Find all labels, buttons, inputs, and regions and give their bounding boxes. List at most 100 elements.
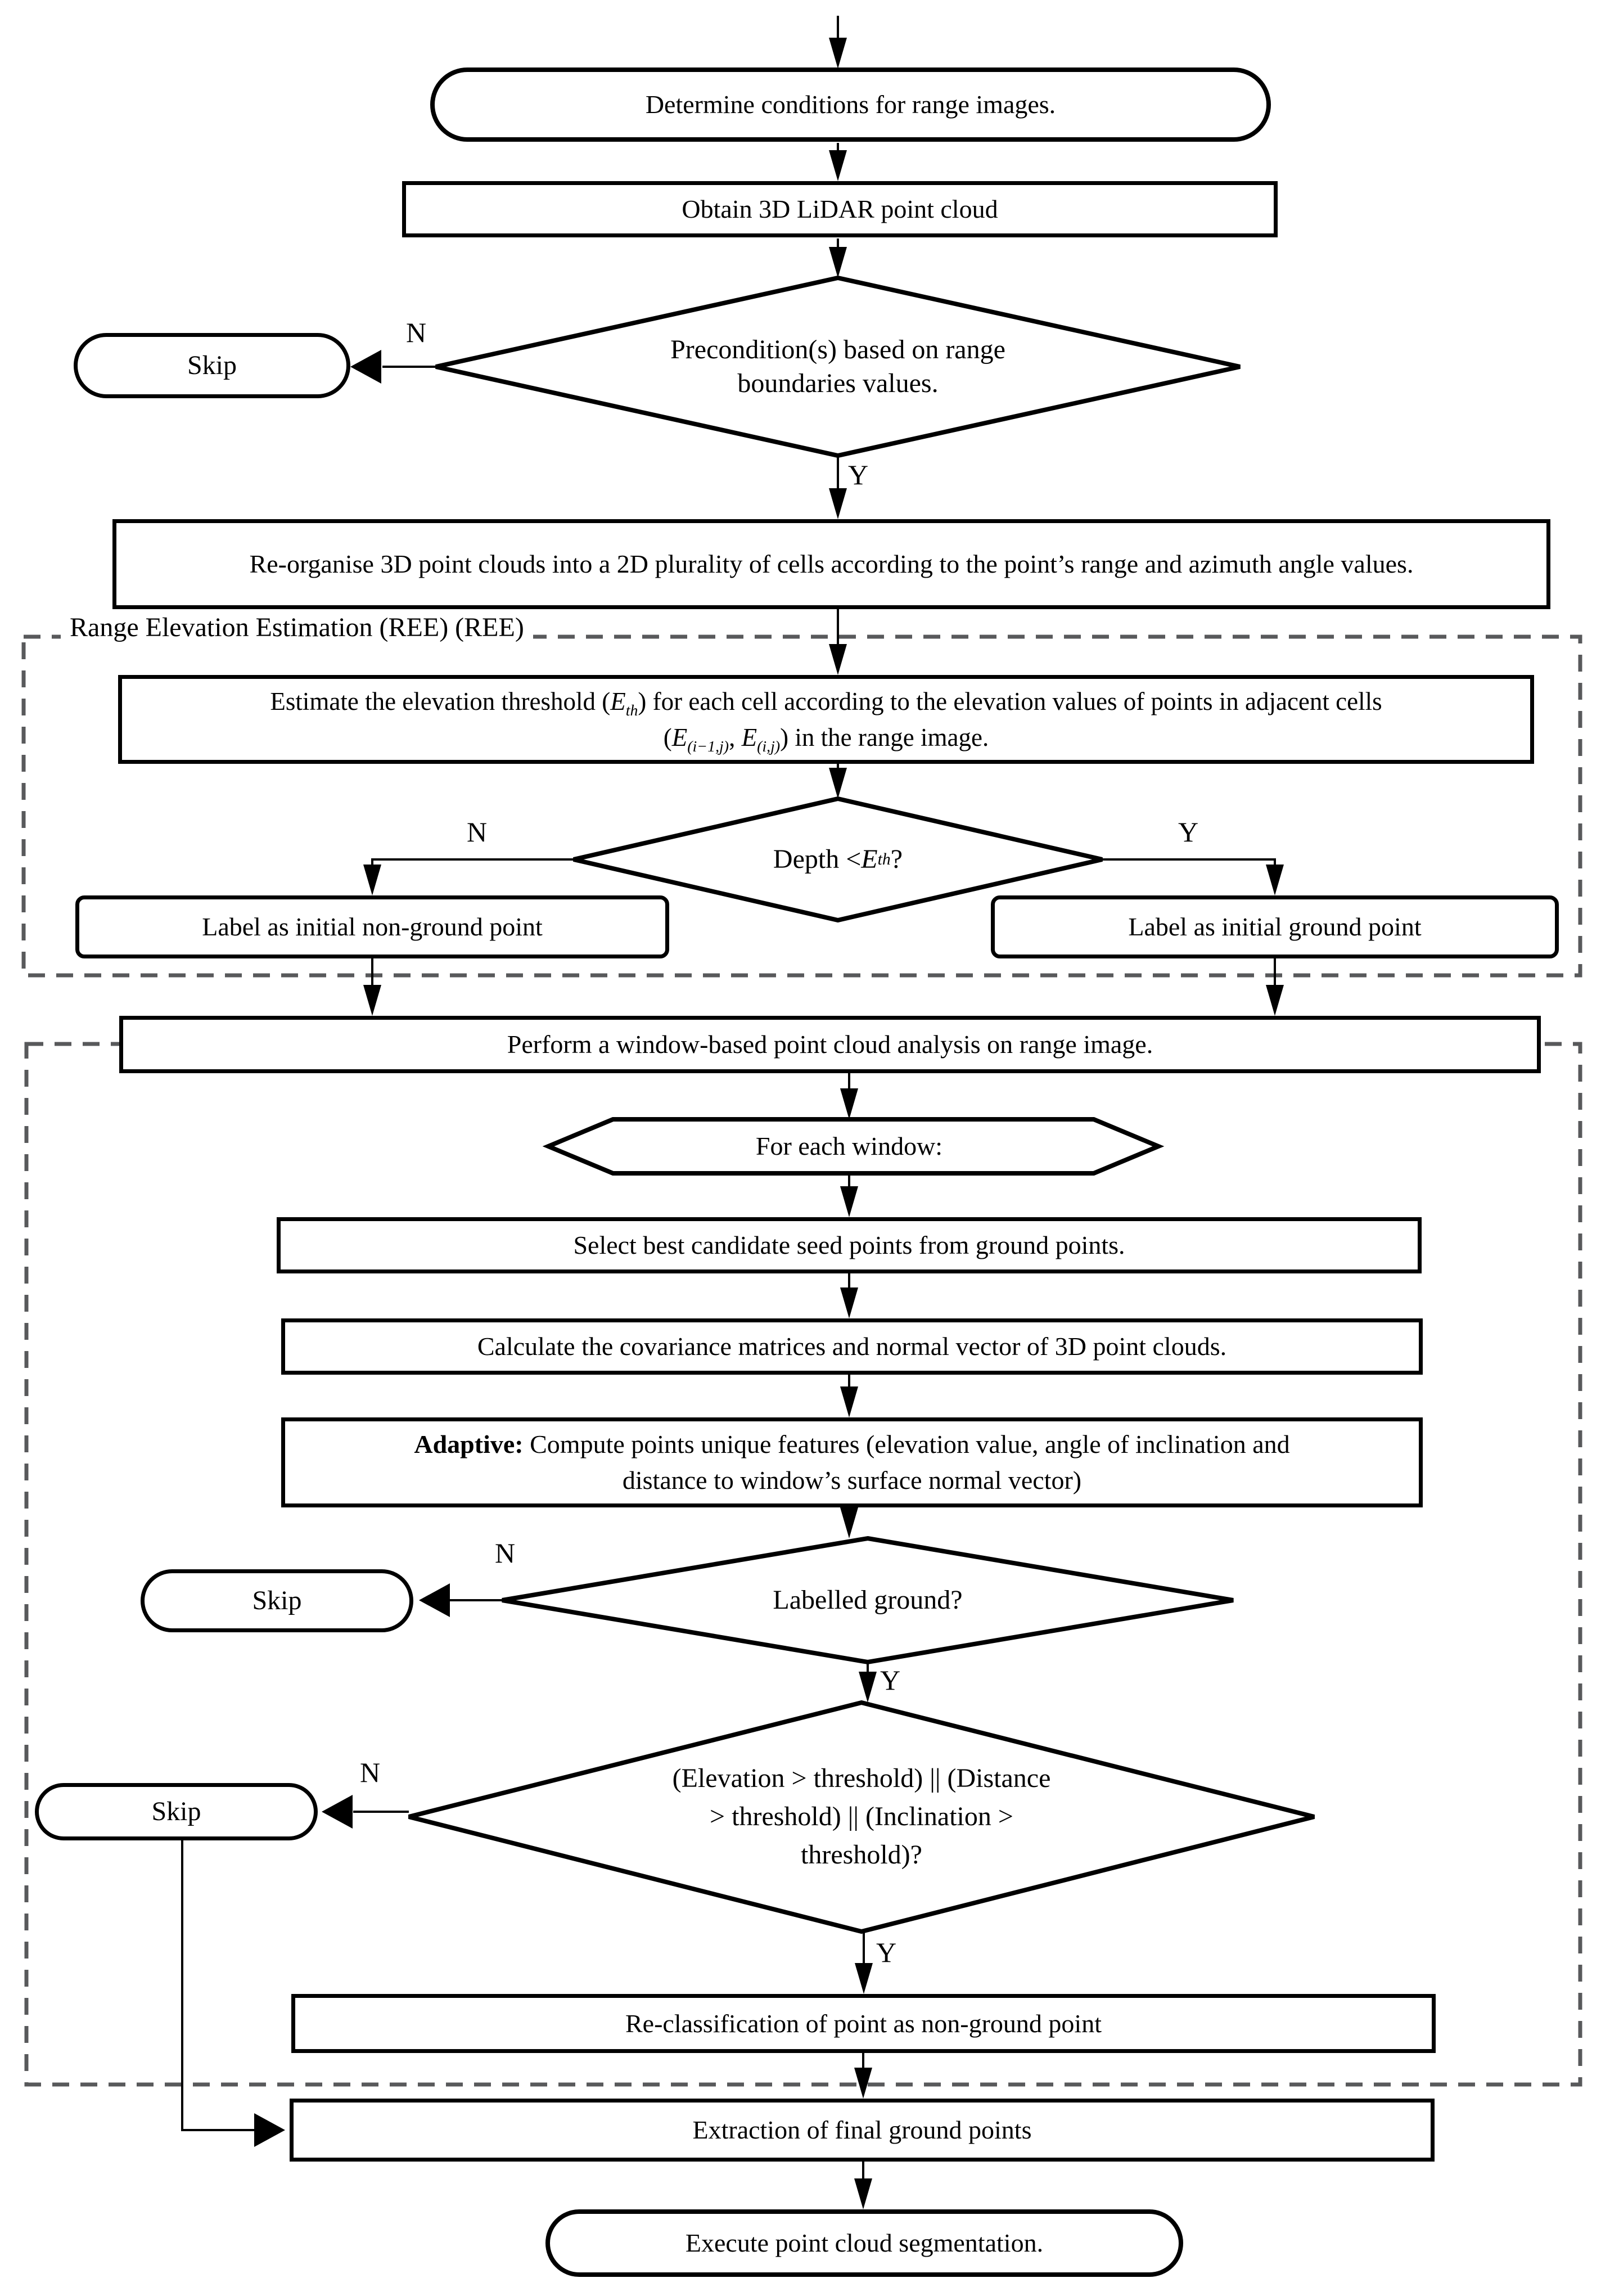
arrowhead-into-extraction-top: [854, 2068, 872, 2099]
estimate-e2: E: [671, 723, 688, 751]
process-select-seed-points: Select best candidate seed points from g…: [277, 1217, 1422, 1273]
arrowhead-into-perform-right: [1266, 985, 1284, 1016]
connector-depth-n-to-nonground: [371, 858, 574, 865]
process-estimate-elevation-threshold: Estimate the elevation threshold (Eth) f…: [118, 675, 1534, 764]
connector-skip3-to-extraction: [181, 1840, 255, 2131]
branch-label-n-labelled: N: [495, 1537, 516, 1569]
arrowhead-into-depth: [829, 768, 847, 799]
labelled-ground-diamond-shape: [502, 1536, 1234, 1665]
window-analysis-group-dashed-box: [24, 1042, 1582, 2087]
process-label-initial-ground: Label as initial ground point: [991, 895, 1559, 958]
estimate-e1: E: [610, 687, 626, 715]
process-adaptive-features: Adaptive: Compute points unique features…: [281, 1417, 1423, 1507]
arrowhead-into-estimate: [829, 644, 847, 675]
skip2-label: Skip: [252, 1586, 302, 1615]
bigcond-line2: > threshold) || (Inclination >: [710, 1802, 1013, 1831]
perform-label: Perform a window-based point cloud analy…: [507, 1030, 1153, 1059]
adaptive-line1: Adaptive: Compute points unique features…: [414, 1426, 1289, 1462]
estimate-e3: E: [741, 723, 757, 751]
branch-label-y-threshold: Y: [876, 1937, 897, 1968]
estimate-sub2: (i−1,j): [687, 738, 729, 755]
estimate-sub1: th: [625, 702, 638, 719]
depth-e: E: [861, 844, 878, 874]
branch-label-n-depth: N: [467, 816, 488, 848]
depth-t2: ?: [890, 844, 903, 874]
start-terminator-determine-conditions: Determine conditions for range images.: [430, 67, 1271, 142]
arrowhead-into-extraction-left: [254, 2113, 285, 2147]
arrowhead-into-determine: [829, 38, 847, 69]
arrowhead-into-nonground: [363, 865, 381, 895]
estimate-t3: (: [663, 723, 672, 751]
process-calculate-covariance: Calculate the covariance matrices and no…: [281, 1318, 1423, 1375]
branch-label-n-threshold: N: [360, 1757, 381, 1788]
precondition-diamond-text: Precondition(s) based on range boundarie…: [529, 331, 1147, 403]
process-reclassification-nonground: Re-classification of point as non-ground…: [291, 1994, 1436, 2053]
ree-group-label: Range Elevation Estimation (REE) (REE): [61, 611, 533, 644]
precondition-diamond-shape: [435, 275, 1241, 458]
arrowhead-into-bigcond: [859, 1672, 877, 1703]
branch-label-y-depth: Y: [1178, 816, 1199, 848]
obtain-label: Obtain 3D LiDAR point cloud: [682, 195, 998, 224]
foreach-hexagon-shape: [542, 1117, 1165, 1176]
skip3-label: Skip: [151, 1797, 201, 1826]
threshold-diamond-shape: [408, 1700, 1315, 1934]
depth-sub: th: [877, 850, 891, 868]
ground-label: Label as initial ground point: [1128, 912, 1422, 942]
arrowhead-into-reorganise: [829, 488, 847, 519]
reclass-label: Re-classification of point as non-ground…: [625, 2009, 1102, 2038]
estimate-t5: ) in the range image.: [780, 723, 989, 751]
estimate-line2: (E(i−1,j), E(i,j)) in the range image.: [664, 719, 989, 755]
adaptive-bold-prefix: Adaptive:: [414, 1430, 524, 1458]
estimate-t4: ,: [729, 723, 742, 751]
skip-terminator-1: Skip: [74, 333, 350, 398]
determine-label: Determine conditions for range images.: [645, 90, 1056, 119]
labelled-ground-diamond-text: Labelled ground?: [643, 1581, 1093, 1620]
process-obtain-point-cloud: Obtain 3D LiDAR point cloud: [402, 181, 1278, 237]
nonground-label: Label as initial non-ground point: [202, 912, 543, 942]
arrowhead-into-foreach: [840, 1088, 858, 1119]
foreach-hexagon-text: For each window:: [599, 1127, 1099, 1166]
depth-diamond-shape: [573, 796, 1103, 923]
reorganise-label: Re-organise 3D point clouds into a 2D pl…: [249, 550, 1414, 579]
threshold-diamond-text: (Elevation > threshold) || (Distance > t…: [524, 1759, 1199, 1874]
arrowhead-into-labelled: [840, 1507, 858, 1538]
skip-terminator-3: Skip: [35, 1783, 318, 1840]
arrowhead-into-ground: [1266, 865, 1284, 895]
adaptive-rest: Compute points unique features (elevatio…: [523, 1430, 1290, 1458]
skip1-label: Skip: [187, 350, 237, 380]
arrowhead-into-obtain: [829, 150, 847, 181]
bigcond-line3: threshold)?: [801, 1840, 922, 1870]
execute-label: Execute point cloud segmentation.: [685, 2229, 1044, 2258]
estimate-t1: Estimate the elevation threshold (: [270, 687, 611, 715]
process-reorganise-cells: Re-organise 3D point clouds into a 2D pl…: [112, 519, 1550, 609]
precondition-line2: boundaries values.: [737, 368, 939, 398]
precondition-line1: Precondition(s) based on range: [670, 335, 1005, 364]
bigcond-line1: (Elevation > threshold) || (Distance: [672, 1763, 1051, 1793]
labelled-label: Labelled ground?: [773, 1585, 963, 1615]
connector-lines: [181, 16, 1276, 2179]
arrowhead-into-skip2: [419, 1583, 450, 1617]
estimate-sub3: (i,j): [757, 738, 781, 755]
depth-t1: Depth <: [773, 844, 862, 874]
calculate-label: Calculate the covariance matrices and no…: [477, 1332, 1227, 1361]
extraction-label: Extraction of final ground points: [692, 2115, 1032, 2145]
arrowheads: [254, 38, 1284, 2209]
process-label-initial-nonground: Label as initial non-ground point: [75, 895, 669, 958]
arrowhead-into-calculate: [840, 1287, 858, 1318]
process-extraction-final-ground: Extraction of final ground points: [290, 2099, 1435, 2162]
arrowhead-into-select: [840, 1186, 858, 1217]
branch-label-y-precondition: Y: [848, 459, 869, 490]
ree-group-dashed-box: [21, 634, 1582, 978]
arrowhead-into-precondition: [829, 247, 847, 278]
adaptive-line2: distance to window’s surface normal vect…: [622, 1466, 1082, 1494]
estimate-t2: ) for each cell according to the elevati…: [638, 687, 1382, 715]
arrowhead-into-adaptive: [840, 1386, 858, 1417]
branch-label-y-labelled: Y: [880, 1664, 901, 1696]
branch-label-n-precondition: N: [406, 317, 427, 348]
end-terminator-execute-segmentation: Execute point cloud segmentation.: [545, 2209, 1183, 2277]
skip-terminator-2: Skip: [141, 1569, 413, 1632]
process-window-based-analysis: Perform a window-based point cloud analy…: [119, 1016, 1541, 1073]
